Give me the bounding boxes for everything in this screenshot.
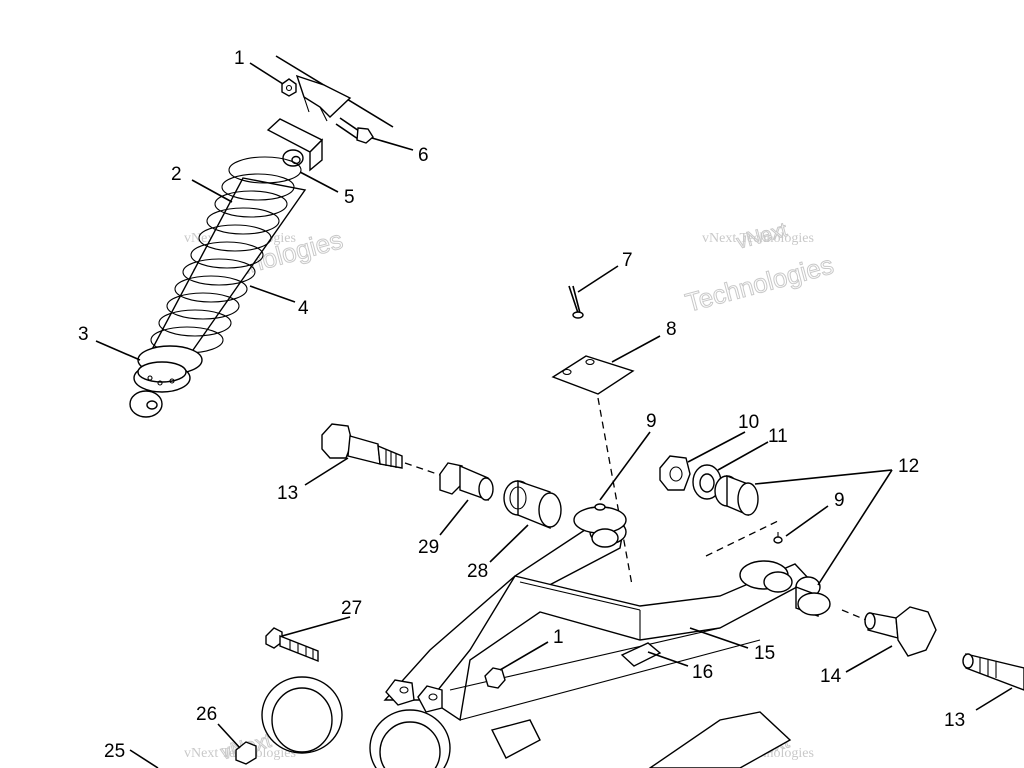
- callout-number: 28: [467, 561, 488, 582]
- swing-arm-15: [383, 503, 812, 722]
- pivot-bolt-14: [864, 606, 937, 657]
- callout-number: 11: [768, 426, 788, 447]
- coil-spring: [150, 156, 302, 354]
- callout-number: 13: [944, 710, 965, 731]
- bushing-5-upper: [282, 149, 304, 167]
- upper-mount-bracket: [266, 55, 394, 172]
- plate-8: [551, 355, 635, 395]
- leader-lines: [95, 62, 1013, 768]
- nut-1-upper: [281, 78, 297, 97]
- callout-number: 7: [622, 250, 633, 271]
- bolt-6-upper: [335, 117, 374, 144]
- callout-labels: 1 2 3 4 5 6 7 8 9 10 11 12 13 9 29 28 15…: [78, 48, 965, 762]
- pivot-bolt-13-right: [962, 653, 1024, 691]
- nut-10: [659, 455, 691, 491]
- shock-absorber: [129, 156, 307, 418]
- callout-number: 1: [553, 627, 564, 648]
- callout-number: 6: [418, 145, 429, 166]
- callout-number: 13: [277, 483, 298, 504]
- bushing-29: [439, 462, 494, 501]
- callout-number: 10: [738, 412, 759, 433]
- callout-number: 8: [666, 319, 677, 340]
- lower-clamp-assembly: [261, 676, 792, 768]
- callout-number: 1: [234, 48, 245, 69]
- callout-number: 15: [754, 643, 775, 664]
- grease-fitting-9-right: [773, 532, 783, 544]
- nut-1-lower: [484, 667, 506, 689]
- callout-number: 9: [646, 411, 657, 432]
- callout-number: 9: [834, 490, 845, 511]
- guide-dashed-13: [404, 462, 441, 476]
- washer-11: [692, 464, 722, 500]
- watermark-large-text: Technologies: [682, 249, 836, 317]
- callout-number: 27: [341, 598, 362, 619]
- callout-number: 25: [104, 741, 125, 762]
- callout-number: 2: [171, 164, 182, 185]
- pivot-bolt-13-left: [321, 423, 403, 469]
- callout-number: 29: [418, 537, 439, 558]
- callout-number: 3: [78, 324, 89, 345]
- guide-dashed-14: [841, 609, 867, 621]
- label-plate-16: [620, 642, 662, 667]
- callout-number: 5: [344, 187, 355, 208]
- cotter-pin-7: [568, 285, 584, 319]
- bushing-12-upper: [714, 474, 759, 517]
- part-26: [235, 741, 257, 765]
- guide-dashed-8: [597, 397, 633, 586]
- callout-number: 26: [196, 704, 217, 725]
- watermark-small-text: vNext Technologies: [702, 231, 814, 246]
- bushing-28: [503, 480, 562, 530]
- callout-number: 12: [898, 456, 919, 477]
- watermark-top-right: Technologies vNext vNext Technologies: [682, 218, 837, 318]
- bolt-27: [265, 627, 319, 663]
- bushing-12-lower: [795, 576, 831, 617]
- callout-number: 16: [692, 662, 713, 683]
- guide-dashed-12: [705, 519, 781, 557]
- callout-number: 14: [820, 666, 842, 687]
- callout-number: 4: [298, 298, 309, 319]
